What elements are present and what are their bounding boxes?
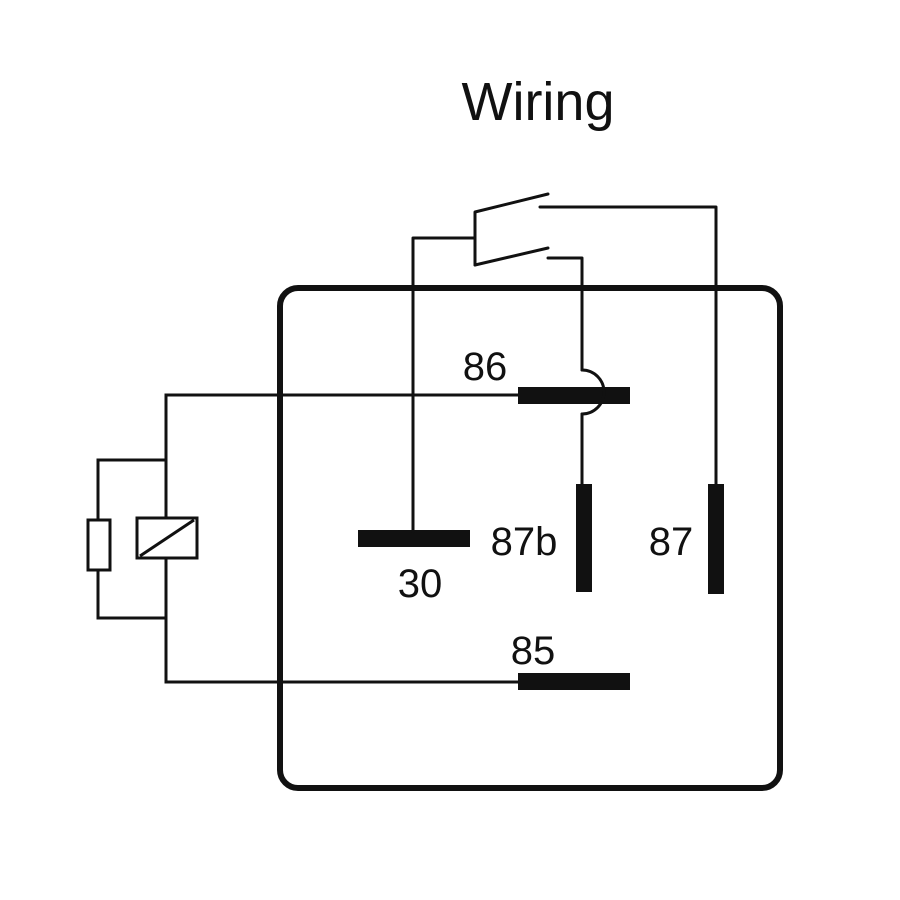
pin-85-label: 85 — [511, 629, 556, 673]
pin-30-terminal — [358, 530, 470, 547]
pin-87-label: 87 — [649, 520, 694, 564]
relay-coil-symbol — [135, 516, 199, 560]
diagram-title: Wiring — [461, 72, 614, 132]
pin-85-terminal — [518, 673, 630, 690]
pin-30-label: 30 — [398, 562, 443, 606]
pin-86-label: 86 — [463, 345, 508, 389]
pin-86-terminal — [518, 387, 630, 404]
relay-housing — [277, 285, 783, 791]
pin-87-terminal — [708, 484, 724, 594]
switch-wiring — [411, 192, 718, 534]
pin-87b-terminal — [576, 484, 592, 592]
resistor-symbol — [86, 518, 112, 572]
pin-87b-label: 87b — [491, 520, 558, 564]
